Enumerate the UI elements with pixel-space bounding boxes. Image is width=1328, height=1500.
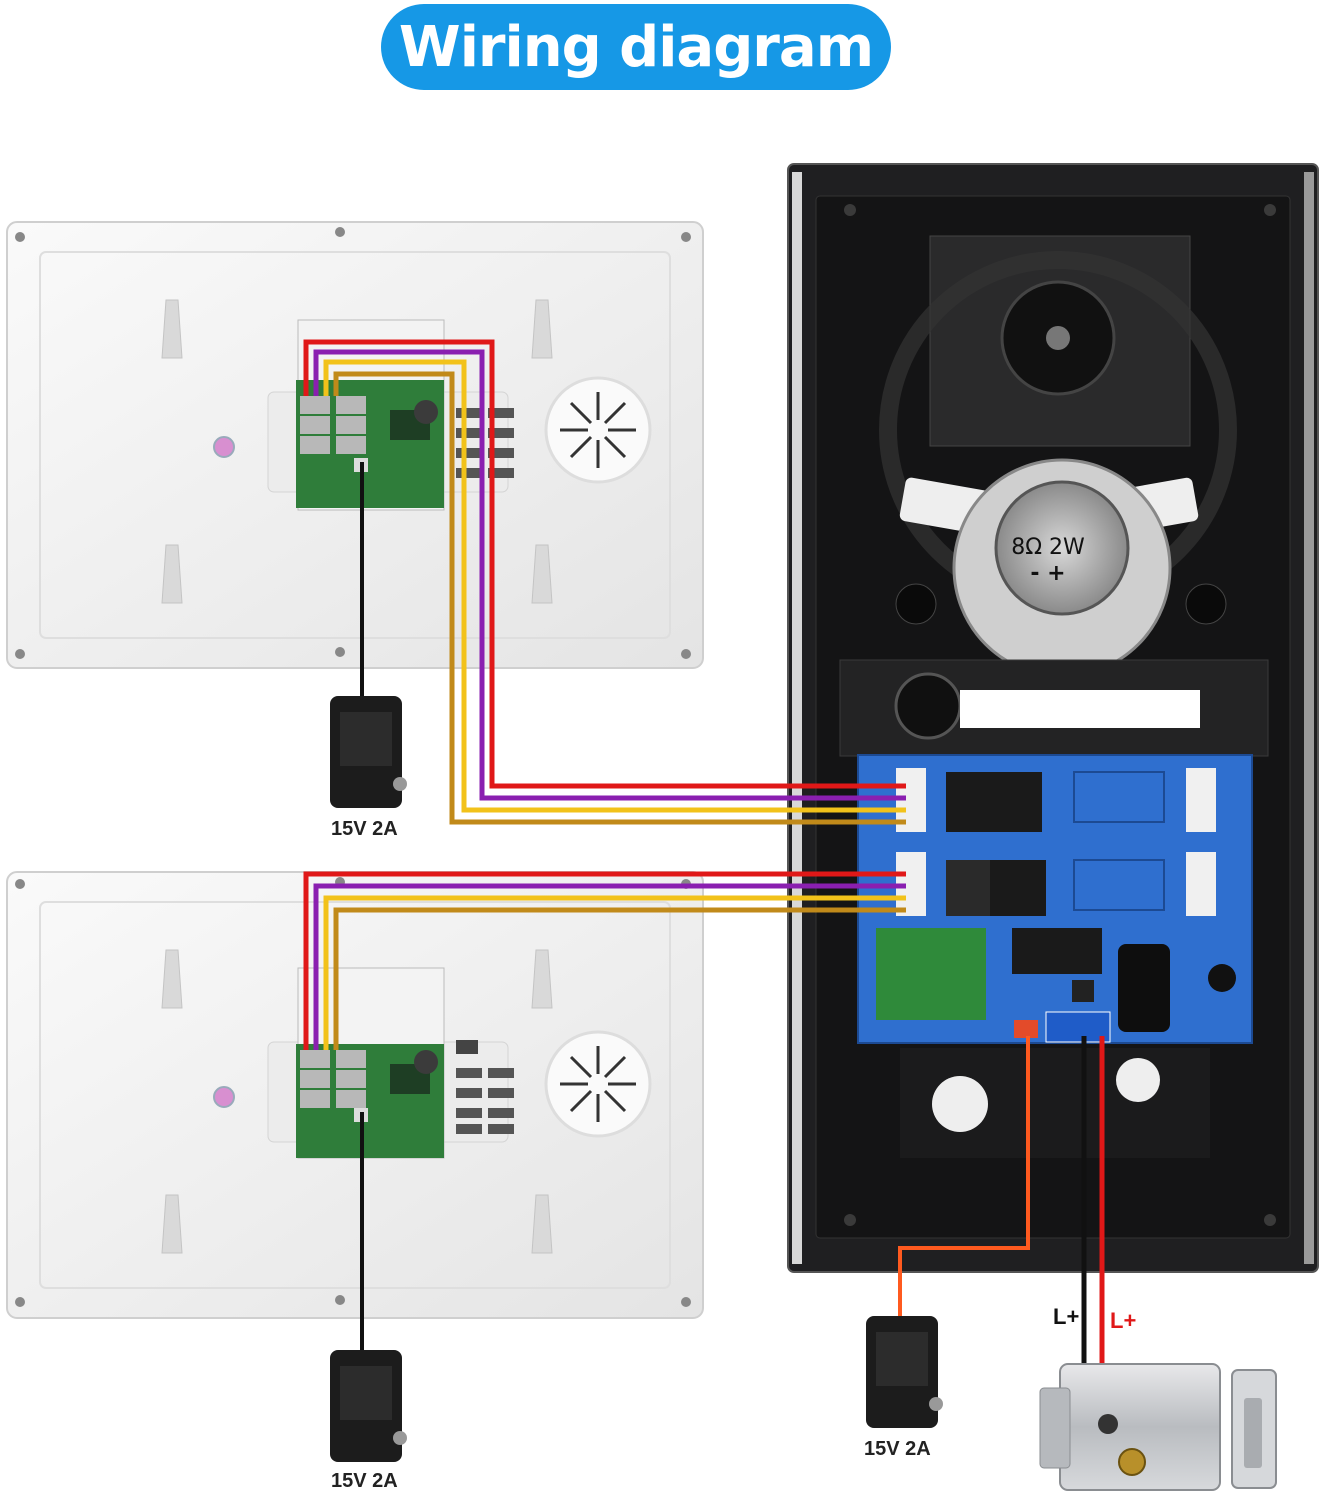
wire-red-2	[303, 871, 906, 1050]
wires	[303, 339, 1105, 1366]
wire-yellow-1	[323, 359, 906, 813]
speaker-grille-1	[544, 376, 652, 484]
speaker: 8Ω 2W - +	[952, 458, 1172, 678]
terminal-labels-1	[456, 408, 514, 478]
diagram-title: Wiring diagram	[381, 4, 891, 90]
wire-purple-1	[313, 349, 906, 801]
wire-yellow-2	[323, 895, 906, 1050]
wire-red-1	[303, 339, 906, 789]
speaker-polarity: - +	[1030, 561, 1065, 586]
pcb-green-1	[296, 380, 444, 508]
electric-lock	[1039, 1363, 1277, 1491]
power-adapter-2	[330, 1350, 407, 1462]
wire-brown-1	[333, 371, 906, 825]
outdoor-station: 8Ω 2W - +	[787, 163, 1319, 1273]
power-label-1: 15V 2A	[331, 818, 398, 840]
power-label-2: 15V 2A	[331, 1470, 398, 1492]
wire-purple-2	[313, 883, 906, 1050]
speaker-rating: 8Ω 2W	[1011, 535, 1085, 560]
power-adapter-3	[866, 1316, 943, 1428]
lock-terminal-black-label: L+	[1053, 1304, 1080, 1329]
monitor-2	[6, 871, 704, 1319]
power-adapter-1	[330, 696, 407, 808]
lock-terminal-red-label: L+	[1110, 1308, 1137, 1333]
wire-brown-2	[333, 907, 906, 1050]
psu-cord-3	[898, 1036, 1030, 1320]
pcb-blue	[857, 754, 1253, 1044]
power-label-3: 15V 2A	[864, 1438, 931, 1460]
speaker-grille-2	[544, 1030, 652, 1138]
monitor-1	[6, 221, 704, 669]
terminal-labels-2	[456, 1040, 514, 1134]
pcb-green-2	[296, 1044, 444, 1158]
